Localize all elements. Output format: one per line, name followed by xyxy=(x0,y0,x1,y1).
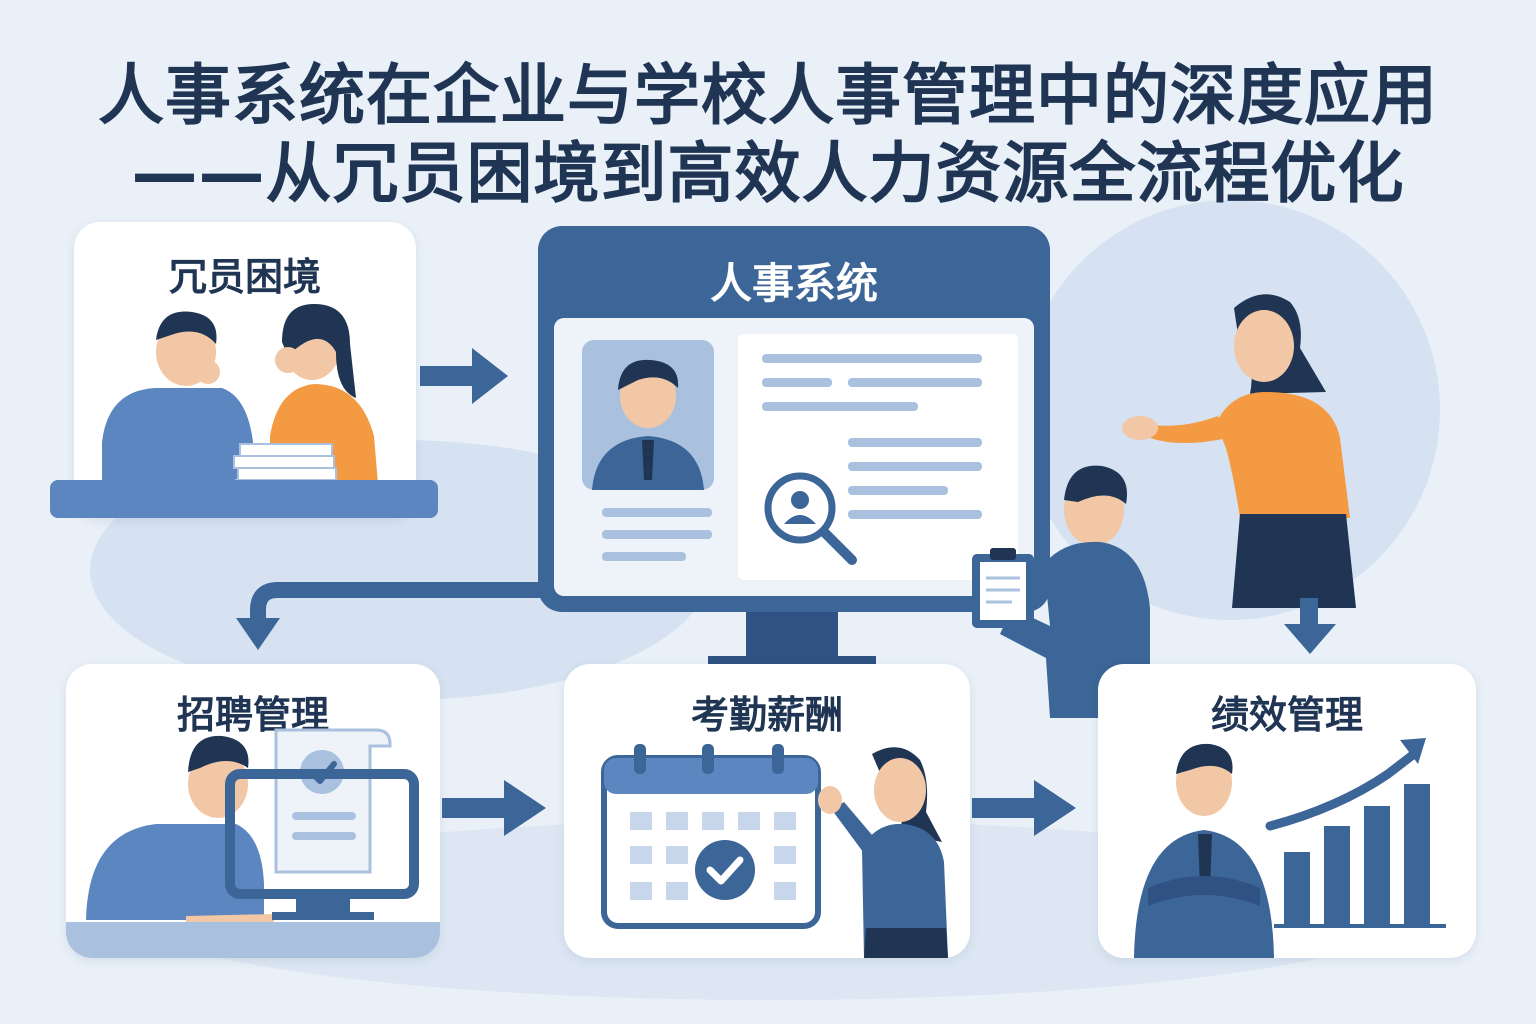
recruiter-illustration xyxy=(86,735,274,926)
arrow-icon xyxy=(420,348,508,404)
title-line-1: 人事系统在企业与学校人事管理中的深度应用 xyxy=(98,57,1438,134)
card-attendance-payroll: 考勤薪酬 xyxy=(564,664,970,958)
monitor-stand xyxy=(746,612,838,658)
clipboard-icon xyxy=(972,548,1034,628)
card-label-redundancy: 冗员困境 xyxy=(168,255,321,299)
detail-text-lines xyxy=(762,354,982,519)
calendar-check-icon xyxy=(601,744,821,929)
hr-system-monitor: 人事系统 xyxy=(538,226,1050,612)
title-line-2: ——从冗员困境到高效人力资源全流程优化 xyxy=(131,135,1405,212)
presenter-illustration xyxy=(1122,294,1356,608)
arrow-icon xyxy=(236,582,540,650)
growth-chart-icon xyxy=(1265,738,1446,928)
desk-redundancy xyxy=(50,480,438,518)
arrow-icon xyxy=(1284,598,1336,654)
screen-text-lines xyxy=(602,508,712,561)
arrow-icon xyxy=(972,780,1076,836)
card-recruitment: 招聘管理 xyxy=(66,664,440,958)
card-performance: 绩效管理 xyxy=(1098,664,1476,958)
profile-photo-icon xyxy=(582,340,714,490)
magnifier-user-icon xyxy=(764,472,857,565)
arrow-icon xyxy=(442,780,546,836)
profile-detail-panel xyxy=(738,334,1018,580)
card-label-attendance-payroll: 考勤薪酬 xyxy=(690,693,843,737)
desk-recruitment xyxy=(66,922,440,958)
employee-woman-illustration xyxy=(818,747,948,958)
card-label-performance: 绩效管理 xyxy=(1210,693,1363,737)
computer-icon xyxy=(225,769,419,920)
monitor-screen xyxy=(554,318,1034,596)
monitor-base xyxy=(708,656,876,664)
monitor-label-hr-system: 人事系统 xyxy=(709,259,878,308)
card-redundancy: 冗员困境 xyxy=(74,222,416,518)
manager-illustration xyxy=(1134,743,1274,958)
